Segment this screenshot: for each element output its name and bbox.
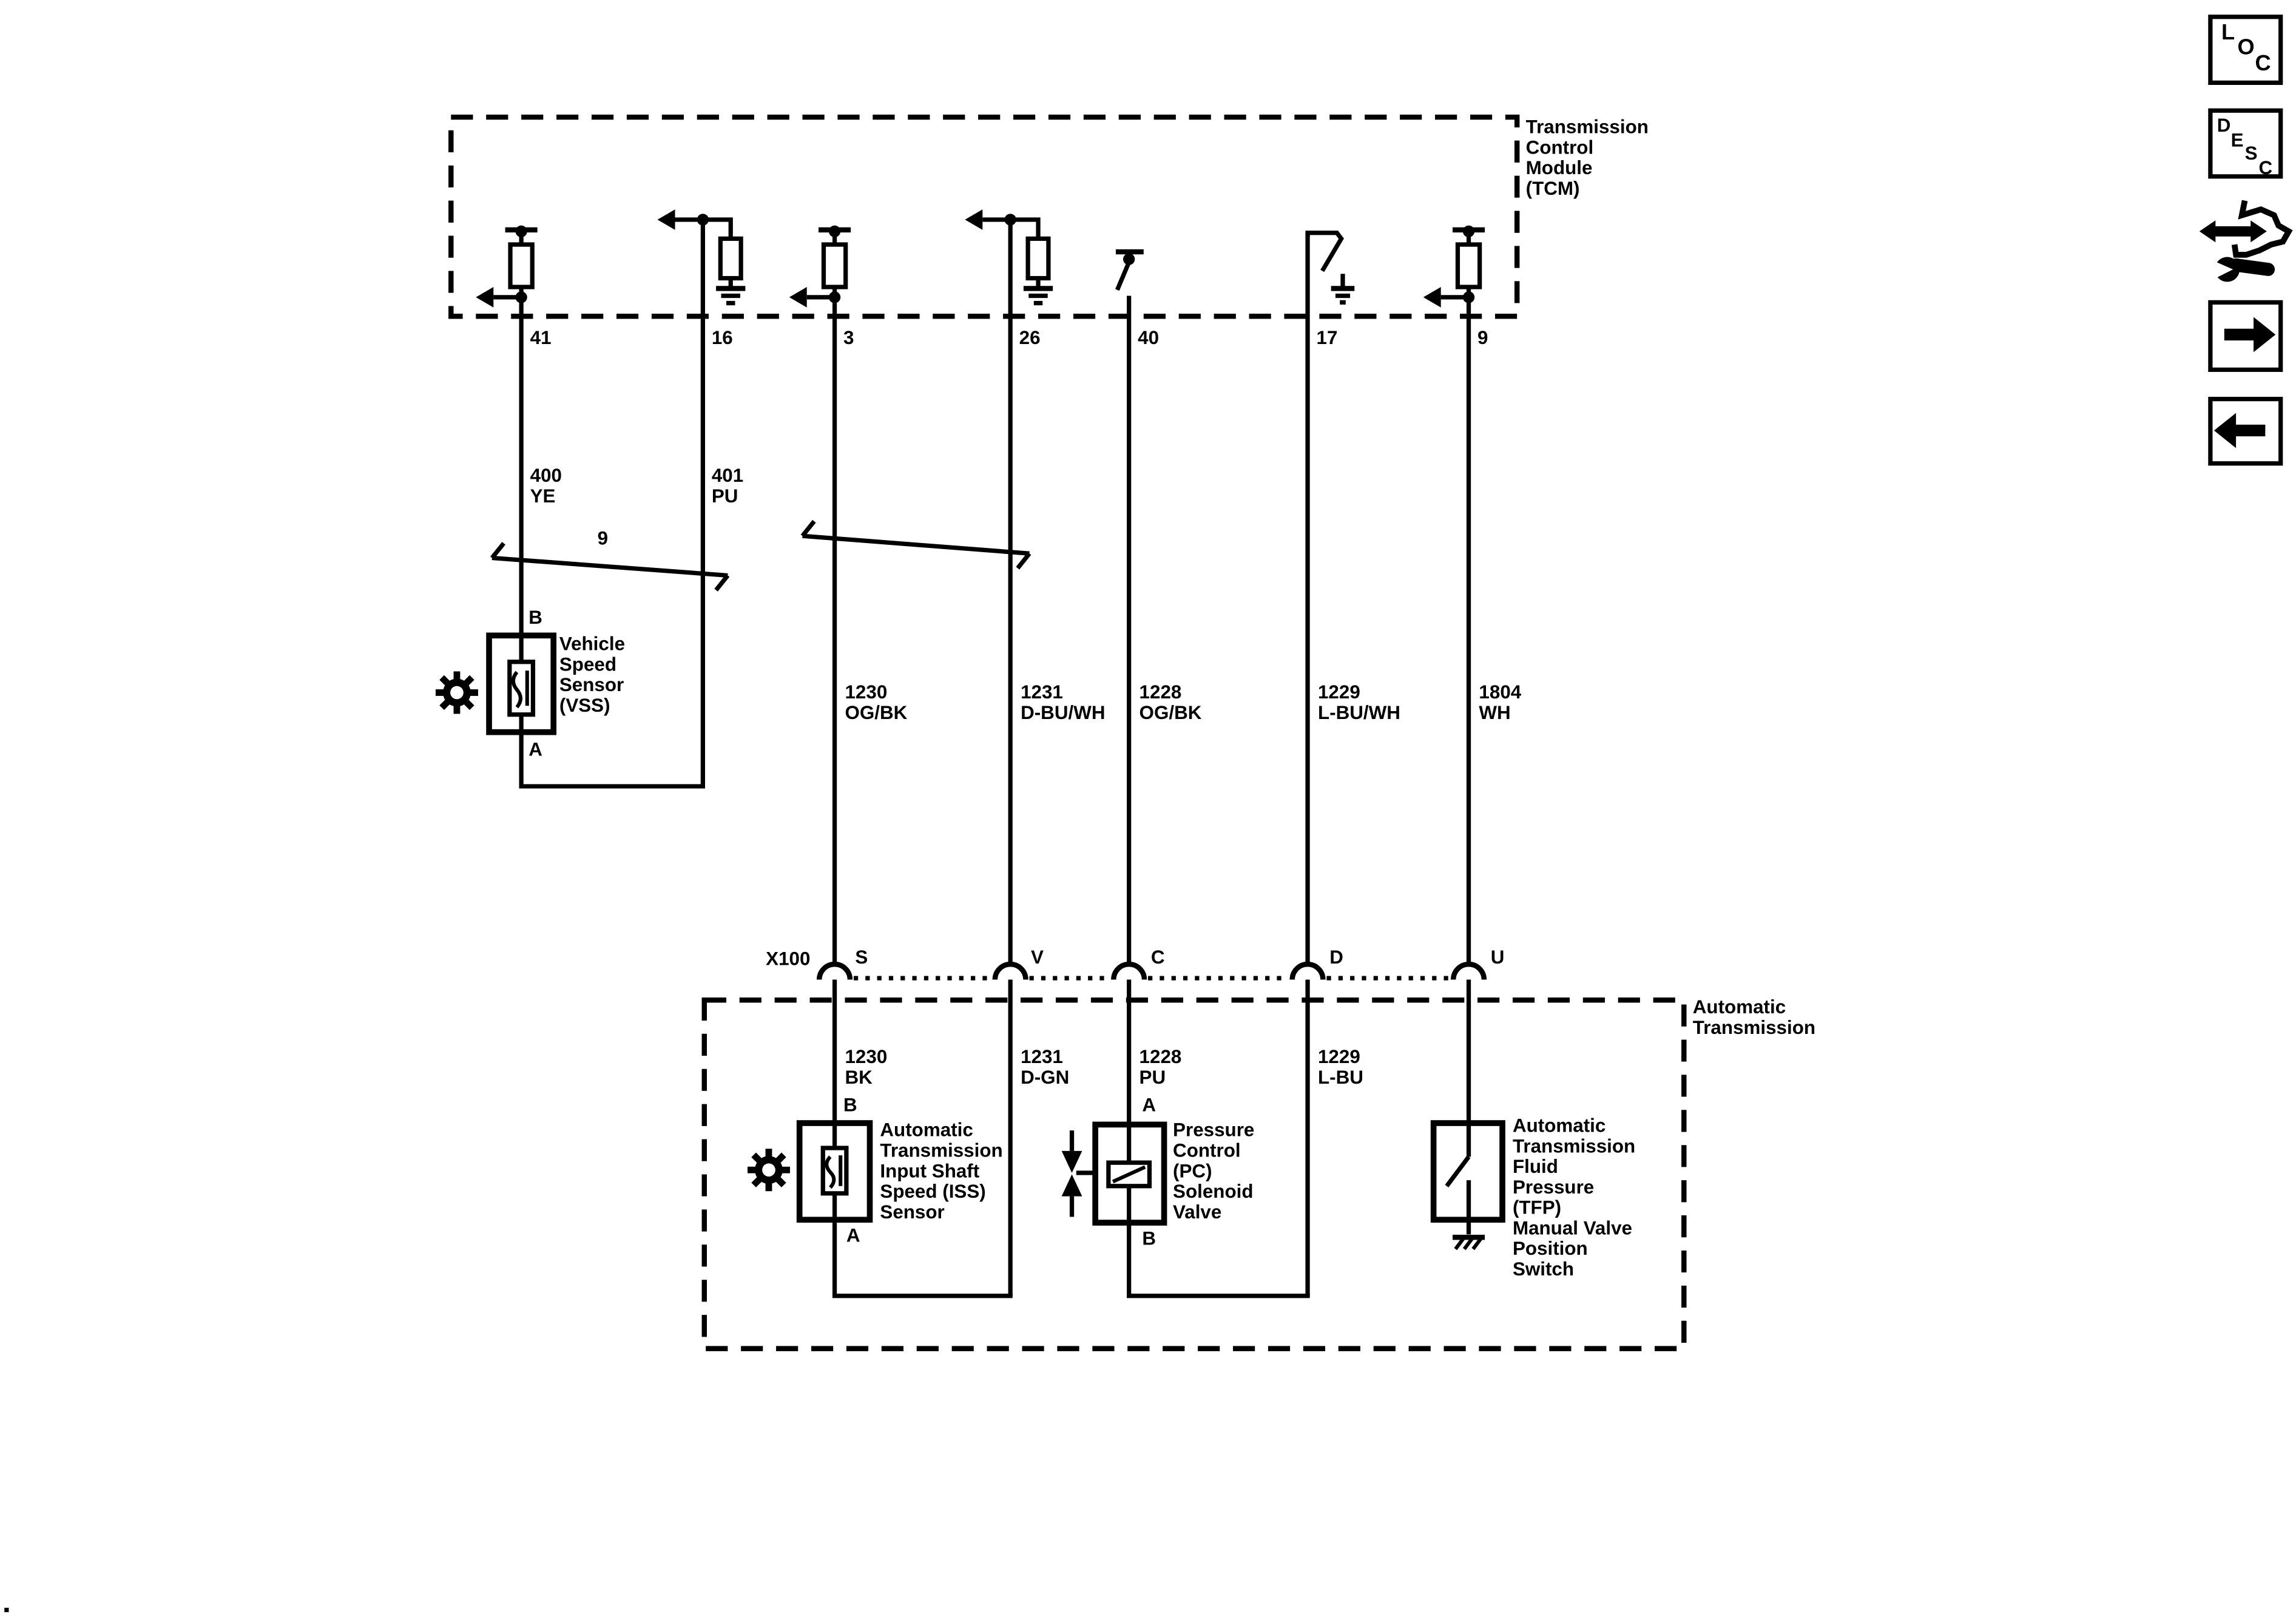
vss-terminal-a: A (528, 738, 542, 760)
tfp-switch-symbol (1430, 1120, 1505, 1251)
iss-symbol (748, 1120, 873, 1223)
automatic-transmission-label: Automatic Transmission (1692, 996, 1816, 1039)
back-button[interactable] (2208, 397, 2283, 466)
x100-terminal-d: D (1329, 945, 1343, 968)
loc-letter-o: O (2237, 35, 2255, 60)
gear-icon (748, 1149, 790, 1191)
adjust-link[interactable] (2193, 196, 2296, 289)
wrench-double-arrow-icon (2199, 200, 2293, 282)
pc-terminal-b: B (1142, 1227, 1156, 1249)
iss-label: Automatic Transmission Input Shaft Speed… (880, 1118, 1003, 1223)
tcm-switch-to-ground-pin17 (1305, 231, 1355, 305)
wire-crossover-mark-2 (800, 519, 1032, 570)
gear-icon (436, 671, 478, 714)
desc-letter-e: E (2230, 128, 2244, 150)
tcm-internal-resistor-symbols (476, 209, 1485, 308)
loc-button[interactable]: L O C (2208, 15, 2283, 85)
vss-terminal-b: B (528, 606, 542, 629)
stray-dot (4, 1607, 9, 1613)
desc-button[interactable]: D E S C (2208, 108, 2283, 179)
wire-crossover-mark-9 (490, 542, 730, 592)
tcm-pin-41: 41 (530, 326, 552, 349)
arrow-left-icon (2213, 413, 2266, 448)
tcm-dashed-box (448, 114, 1520, 319)
pc-solenoid-symbol (1061, 1121, 1167, 1226)
x100-terminal-s: S (855, 945, 868, 968)
automatic-transmission-dashed-box (701, 998, 1687, 1351)
tcm-pin-9: 9 (1477, 326, 1488, 349)
pc-terminal-a: A (1142, 1093, 1156, 1116)
pc-label: Pressure Control (PC) Solenoid Valve (1173, 1118, 1255, 1223)
vss-symbol (436, 632, 557, 735)
loc-letter-l: L (2221, 20, 2235, 46)
desc-letter-c: C (2258, 156, 2273, 178)
tcm-pin-17: 17 (1316, 326, 1338, 349)
iss-terminal-b: B (843, 1093, 857, 1116)
tcm-pin-26: 26 (1019, 326, 1041, 349)
chassis-ground-icon (1452, 1235, 1485, 1251)
loc-letter-c: C (2255, 51, 2271, 76)
desc-letter-s: S (2244, 142, 2258, 164)
tcm-pin-16: 16 (711, 326, 733, 349)
wires (519, 219, 1471, 1298)
connector-x100-label: X100 (766, 947, 811, 970)
x100-terminal-c: C (1150, 945, 1165, 968)
x100-terminal-u: U (1490, 945, 1505, 968)
tcm-label: Transmission Control Module (TCM) (1525, 115, 1649, 200)
vss-label: Vehicle Speed Sensor (VSS) (559, 632, 626, 717)
forward-button[interactable] (2208, 300, 2283, 372)
tcm-pin-3: 3 (843, 326, 854, 349)
iss-terminal-a: A (846, 1224, 860, 1246)
tcm-pin-40: 40 (1138, 326, 1160, 349)
connector-x100-symbol (819, 964, 1484, 979)
valve-icon (1061, 1130, 1096, 1217)
crossover-label: 9 (597, 527, 609, 549)
x100-terminal-v: V (1030, 945, 1044, 968)
arrow-right-icon (2224, 317, 2276, 353)
tcm-switch-pin40 (1115, 249, 1144, 291)
desc-letter-d: D (2217, 114, 2231, 137)
tfp-label: Automatic Transmission Fluid Pressure (T… (1512, 1114, 1636, 1280)
